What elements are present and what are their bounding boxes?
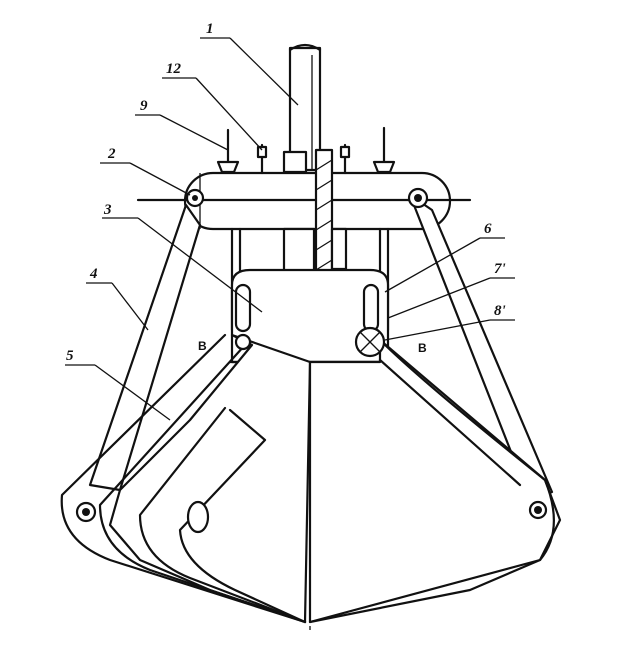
- label-1: 1: [206, 21, 214, 37]
- label-12: 12: [166, 61, 182, 77]
- leader-lines: [65, 37, 515, 421]
- label-b-right: B: [418, 341, 427, 355]
- right-jaw: [308, 338, 562, 624]
- label-9: 9: [140, 98, 148, 114]
- label-4: 4: [89, 266, 98, 282]
- label-8: 8': [494, 303, 506, 319]
- label-b-left: B: [198, 339, 207, 353]
- label-5: 5: [66, 348, 74, 364]
- pins: [75, 187, 548, 523]
- left-jaw: [60, 333, 312, 624]
- label-3: 3: [103, 202, 112, 218]
- top-bolts: [216, 126, 396, 175]
- central-shaft: [288, 43, 322, 172]
- label-6: 6: [484, 221, 492, 237]
- label-2: 2: [107, 146, 116, 162]
- label-7: 7': [494, 261, 506, 277]
